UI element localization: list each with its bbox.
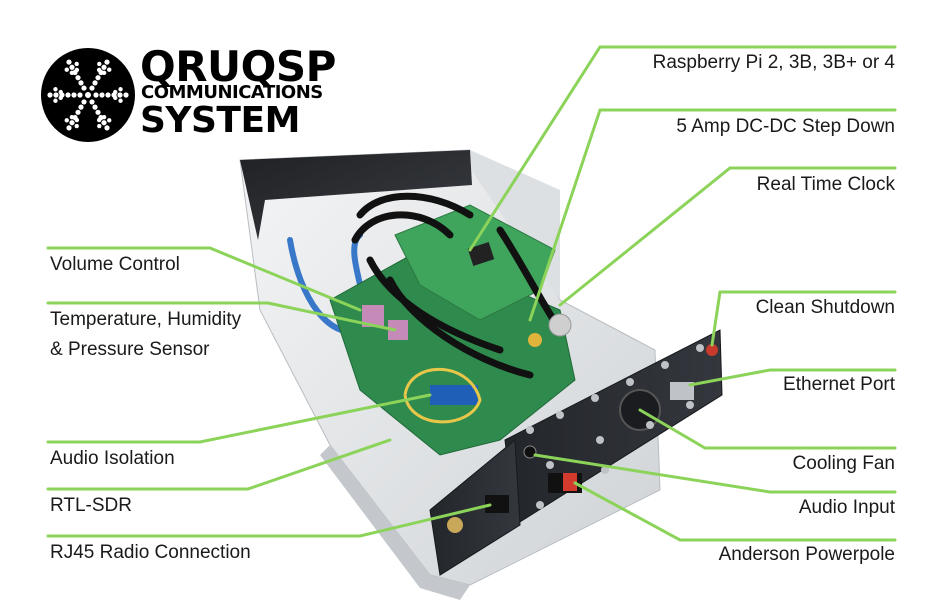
leader-shutdown — [710, 290, 897, 347]
leader-anderson — [573, 481, 897, 542]
label-shutdown: Clean Shutdown — [755, 297, 895, 318]
logo-icon — [41, 48, 135, 142]
leader-lines — [46, 45, 897, 542]
label-ethernet: Ethernet Port — [783, 374, 895, 395]
label-rtc: Real Time Clock — [756, 174, 895, 195]
brand-title: QRUQSP — [140, 42, 336, 91]
front-panel — [429, 329, 723, 576]
label-audio-isolation: Audio Isolation — [50, 448, 175, 469]
leader-rj45 — [46, 503, 492, 538]
leader-audio-isolation — [46, 393, 432, 444]
leader-dcdc — [528, 108, 897, 322]
label-audio-input: Audio Input — [798, 497, 895, 518]
enclosure-lid — [240, 150, 472, 240]
leader-fan — [638, 408, 897, 450]
pcb-components — [362, 305, 572, 424]
label-dcdc: 5 Amp DC-DC Step Down — [676, 116, 895, 137]
brand-system: SYSTEM — [140, 100, 300, 141]
leader-audio-input — [533, 453, 897, 494]
leader-rtc — [558, 166, 897, 307]
leader-sensor — [46, 301, 397, 332]
label-rtl-sdr: RTL-SDR — [50, 495, 132, 516]
label-fan: Cooling Fan — [792, 453, 895, 474]
leader-raspberry-pi — [468, 45, 897, 252]
label-sensor-line2: & Pressure Sensor — [50, 339, 210, 360]
leader-ethernet — [688, 368, 897, 387]
brand-subtitle: COMMUNICATIONS — [141, 82, 323, 103]
leader-volume — [46, 246, 362, 312]
label-anderson: Anderson Powerpole — [718, 544, 895, 565]
black-cables — [351, 192, 564, 379]
label-rj45: RJ45 Radio Connection — [50, 542, 251, 563]
leader-rtl-sdr — [46, 438, 392, 491]
label-raspberry-pi: Raspberry Pi 2, 3B, 3B+ or 4 — [652, 52, 895, 73]
label-sensor-line1: Temperature, Humidity — [50, 309, 242, 330]
label-volume: Volume Control — [50, 254, 180, 275]
